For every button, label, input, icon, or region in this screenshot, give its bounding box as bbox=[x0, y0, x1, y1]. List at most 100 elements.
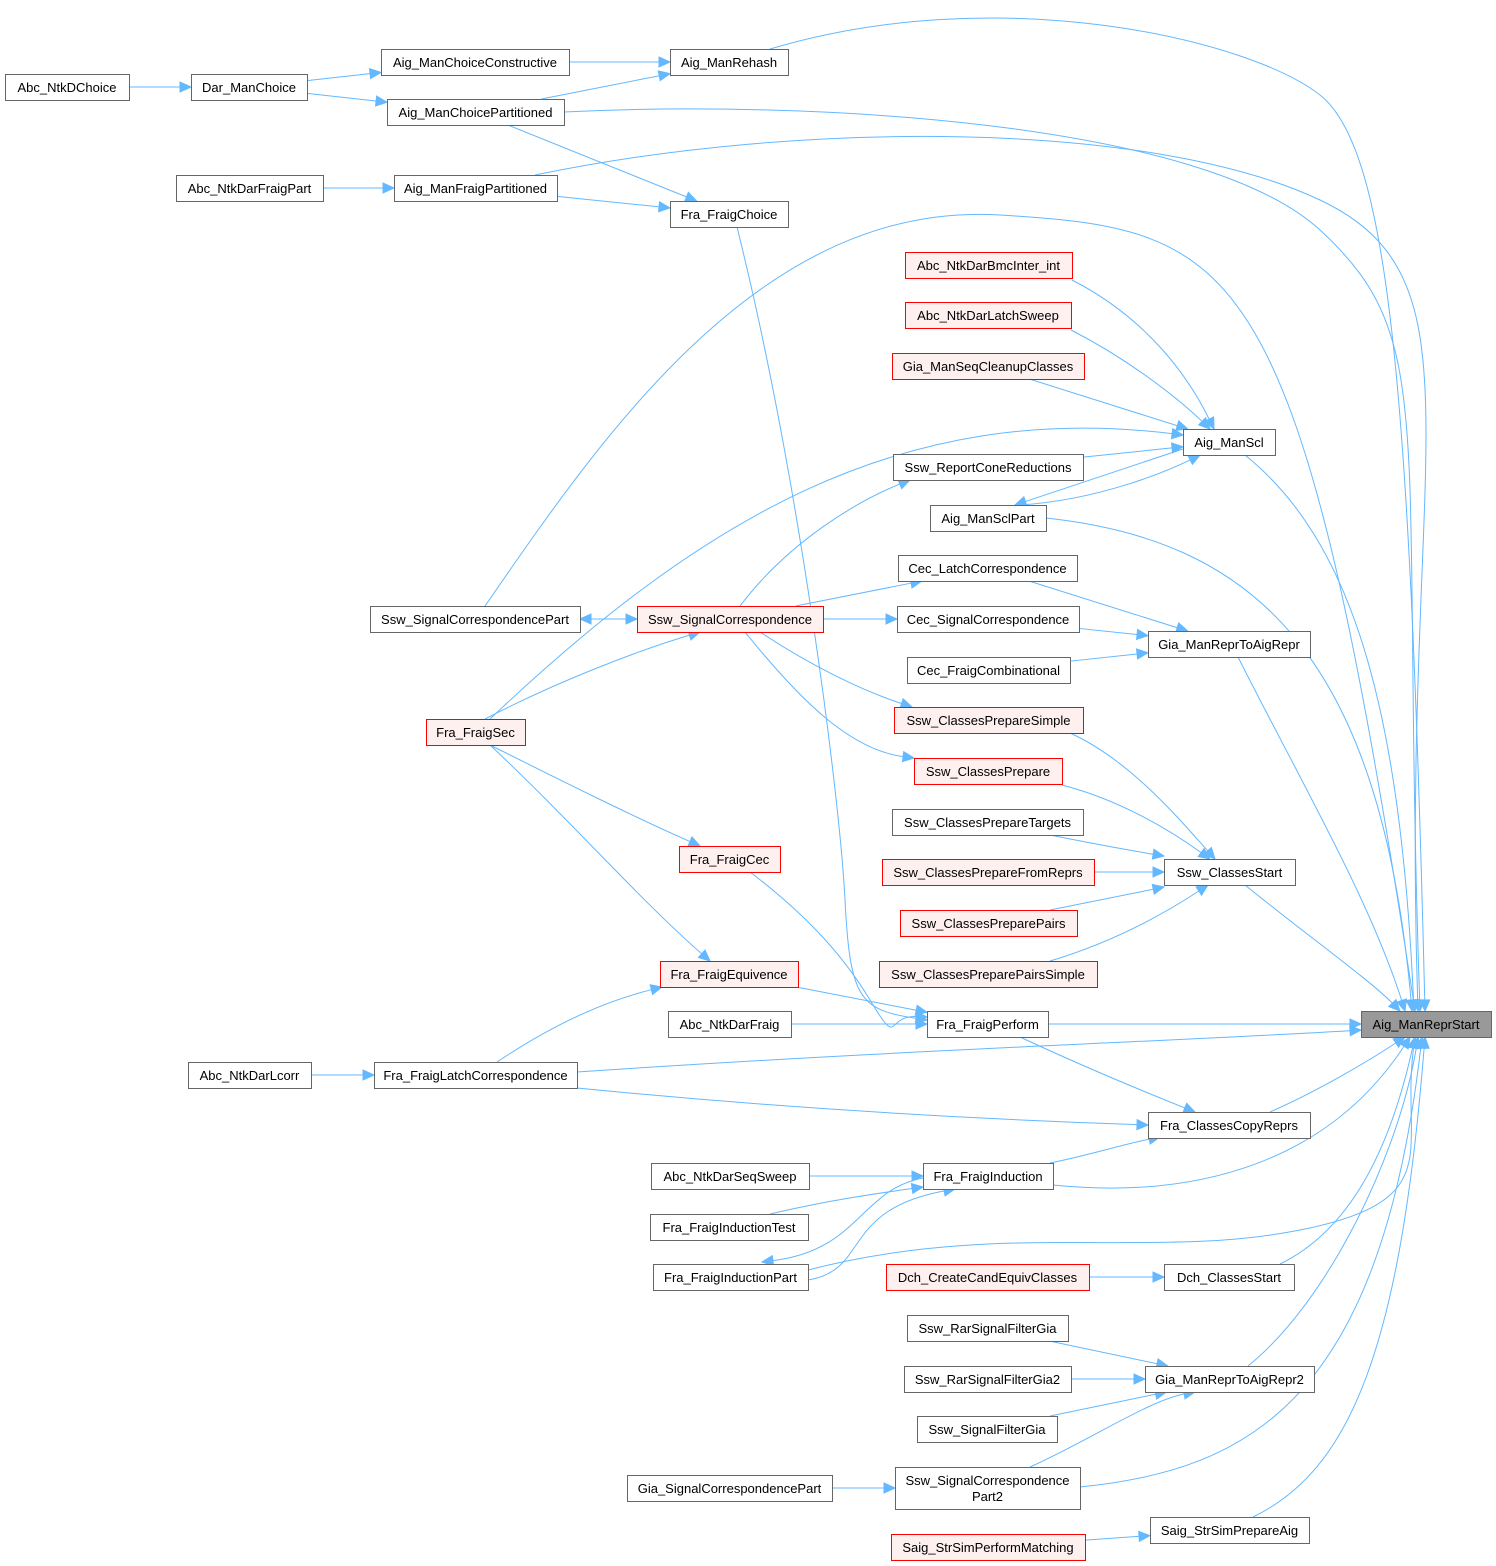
node-Abc_NtkDChoice[interactable]: Abc_NtkDChoice bbox=[5, 74, 130, 101]
edge-Abc_NtkDarFraig-to-Fra_FraigPerform bbox=[791, 1018, 929, 1030]
edge-Fra_FraigSec-to-Fra_FraigCec bbox=[489, 744, 702, 847]
arrowhead-icon bbox=[1197, 416, 1211, 430]
arrowhead-icon bbox=[1151, 883, 1166, 896]
node-box bbox=[898, 555, 1078, 582]
node-box bbox=[900, 910, 1078, 937]
node-box bbox=[892, 809, 1084, 836]
node-Aig_ManChoiceConstructive[interactable]: Aig_ManChoiceConstructive bbox=[381, 49, 570, 76]
edge-line bbox=[1084, 1535, 1141, 1541]
node-Abc_NtkDarFraig[interactable]: Abc_NtkDarFraig bbox=[668, 1011, 792, 1038]
edge-line bbox=[507, 124, 688, 198]
node-Fra_FraigInduction[interactable]: Fra_FraigInduction bbox=[923, 1163, 1054, 1190]
node-Fra_FraigPerform[interactable]: Fra_FraigPerform bbox=[927, 1011, 1049, 1038]
node-Aig_ManFraigPartitioned[interactable]: Aig_ManFraigPartitioned bbox=[394, 175, 558, 202]
node-Gia_ManSeqCleanupClasses[interactable]: Gia_ManSeqCleanupClasses bbox=[892, 353, 1085, 380]
node-Dch_CreateCandEquivClasses[interactable]: Dch_CreateCandEquivClasses bbox=[886, 1264, 1090, 1291]
edge-line bbox=[1052, 1045, 1405, 1189]
node-label: Saig_StrSimPerformMatching bbox=[902, 1540, 1073, 1555]
node-box bbox=[627, 1475, 833, 1502]
node-Ssw_SignalCorrespondencePart[interactable]: Ssw_SignalCorrespondencePart bbox=[370, 606, 581, 633]
node-label-line: Part2 bbox=[972, 1489, 1003, 1504]
arrowhead-icon bbox=[657, 70, 672, 82]
edge-line bbox=[1049, 834, 1155, 855]
node-Ssw_RarSignalFilterGia[interactable]: Ssw_RarSignalFilterGia bbox=[907, 1315, 1069, 1342]
node-box bbox=[923, 1163, 1054, 1190]
node-Abc_NtkDarSeqSweep[interactable]: Abc_NtkDarSeqSweep bbox=[651, 1163, 810, 1190]
node-Fra_FraigSec[interactable]: Fra_FraigSec bbox=[426, 719, 526, 746]
node-Ssw_ClassesPreparePairs[interactable]: Ssw_ClassesPreparePairs bbox=[900, 910, 1078, 937]
node-label: Gia_ManReprToAigRepr bbox=[1158, 637, 1300, 652]
node-label: Fra_FraigLatchCorrespondence bbox=[383, 1068, 567, 1083]
root-node-Aig_ManReprStart[interactable]: Aig_ManReprStart bbox=[1361, 1011, 1492, 1038]
node-Ssw_ClassesPreparePairsSimple[interactable]: Ssw_ClassesPreparePairsSimple bbox=[879, 961, 1098, 988]
node-Ssw_SignalFilterGia[interactable]: Ssw_SignalFilterGia bbox=[917, 1416, 1058, 1443]
node-Ssw_ClassesPrepareTargets[interactable]: Ssw_ClassesPrepareTargets bbox=[892, 809, 1084, 836]
arrowhead-icon bbox=[914, 1004, 929, 1016]
edge-line bbox=[484, 634, 691, 720]
node-box bbox=[879, 961, 1098, 988]
node-Ssw_ClassesPrepare[interactable]: Ssw_ClassesPrepare bbox=[914, 758, 1063, 785]
edge-line bbox=[1247, 1046, 1417, 1367]
node-Ssw_ClassesPrepareSimple[interactable]: Ssw_ClassesPrepareSimple bbox=[894, 707, 1084, 734]
node-label: Cec_SignalCorrespondence bbox=[907, 612, 1070, 627]
arrowhead-icon bbox=[697, 949, 711, 962]
node-Aig_ManSclPart[interactable]: Aig_ManSclPart bbox=[930, 505, 1047, 532]
node-label: Fra_FraigChoice bbox=[681, 207, 778, 222]
node-Fra_FraigEquivence[interactable]: Fra_FraigEquivence bbox=[660, 961, 799, 988]
node-Fra_FraigInductionTest[interactable]: Fra_FraigInductionTest bbox=[650, 1214, 809, 1241]
node-Ssw_ClassesStart[interactable]: Ssw_ClassesStart bbox=[1164, 859, 1296, 886]
edge-Ssw_SignalCorrespondence-to-Cec_LatchCorrespondence bbox=[795, 577, 924, 607]
node-Aig_ManRehash[interactable]: Aig_ManRehash bbox=[670, 49, 789, 76]
arrowhead-icon bbox=[1138, 1530, 1152, 1543]
node-Dar_ManChoice[interactable]: Dar_ManChoice bbox=[191, 74, 308, 101]
edge-line bbox=[556, 195, 661, 208]
node-box bbox=[651, 1163, 810, 1190]
node-Gia_ManReprToAigRepr2[interactable]: Gia_ManReprToAigRepr2 bbox=[1145, 1366, 1315, 1393]
node-Aig_ManScl[interactable]: Aig_ManScl bbox=[1183, 429, 1276, 456]
node-Saig_StrSimPerformMatching[interactable]: Saig_StrSimPerformMatching bbox=[891, 1534, 1086, 1561]
node-Aig_ManChoicePartitioned[interactable]: Aig_ManChoicePartitioned bbox=[387, 99, 565, 126]
node-Abc_NtkDarLatchSweep[interactable]: Abc_NtkDarLatchSweep bbox=[905, 302, 1072, 329]
node-label: Ssw_ClassesPrepare bbox=[926, 764, 1050, 779]
node-box bbox=[176, 175, 324, 202]
arrowhead-icon bbox=[1152, 866, 1166, 878]
edge-Aig_ManSclPart-to-Aig_ManReprStart bbox=[1045, 517, 1417, 1013]
node-Fra_FraigInductionPart[interactable]: Fra_FraigInductionPart bbox=[653, 1264, 809, 1291]
node-Abc_NtkDarBmcInter_int[interactable]: Abc_NtkDarBmcInter_int bbox=[905, 252, 1073, 279]
node-Ssw_ClassesPrepareFromReprs[interactable]: Ssw_ClassesPrepareFromReprs bbox=[882, 859, 1095, 886]
node-box bbox=[892, 353, 1085, 380]
arrowhead-icon bbox=[1197, 847, 1211, 860]
node-box bbox=[927, 1011, 1049, 1038]
node-Abc_NtkDarFraigPart[interactable]: Abc_NtkDarFraigPart bbox=[176, 175, 324, 202]
node-box bbox=[905, 252, 1073, 279]
node-Ssw_ReportConeReductions[interactable]: Ssw_ReportConeReductions bbox=[893, 454, 1084, 481]
edge-line bbox=[1279, 1046, 1414, 1265]
node-label: Fra_FraigEquivence bbox=[670, 967, 787, 982]
node-box bbox=[653, 1264, 809, 1291]
node-Fra_FraigChoice[interactable]: Fra_FraigChoice bbox=[670, 201, 789, 228]
node-Cec_LatchCorrespondence[interactable]: Cec_LatchCorrespondence bbox=[898, 555, 1078, 582]
node-Abc_NtkDarLcorr[interactable]: Abc_NtkDarLcorr bbox=[188, 1062, 312, 1089]
edge-Fra_FraigLatchCorrespondence-to-Fra_FraigEquivence bbox=[496, 984, 664, 1063]
arrowhead-icon bbox=[382, 182, 396, 194]
edge-line bbox=[1069, 653, 1139, 662]
node-Ssw_SignalCorrespondence[interactable]: Ssw_SignalCorrespondence bbox=[637, 606, 824, 633]
arrowhead-icon bbox=[1175, 420, 1189, 432]
node-Saig_StrSimPrepareAig[interactable]: Saig_StrSimPrepareAig bbox=[1150, 1517, 1310, 1544]
edge-line bbox=[1028, 580, 1179, 629]
edge-line bbox=[769, 1187, 914, 1215]
node-Fra_FraigCec[interactable]: Fra_FraigCec bbox=[679, 846, 781, 873]
node-Ssw_RarSignalFilterGia2[interactable]: Ssw_RarSignalFilterGia2 bbox=[904, 1366, 1072, 1393]
node-Dch_ClassesStart[interactable]: Dch_ClassesStart bbox=[1164, 1264, 1295, 1291]
edge-line bbox=[759, 631, 903, 705]
edge-Ssw_SignalCorrespondence-to-Ssw_ReportConeReductions bbox=[739, 478, 912, 607]
edge-line bbox=[769, 17, 1426, 1002]
node-Cec_SignalCorrespondence[interactable]: Cec_SignalCorrespondence bbox=[897, 606, 1080, 633]
node-Fra_FraigLatchCorrespondence[interactable]: Fra_FraigLatchCorrespondence bbox=[374, 1062, 578, 1089]
node-Gia_SignalCorrespondencePart[interactable]: Gia_SignalCorrespondencePart bbox=[627, 1475, 833, 1502]
node-Gia_ManReprToAigRepr[interactable]: Gia_ManReprToAigRepr bbox=[1148, 631, 1311, 658]
node-Fra_ClassesCopyReprs[interactable]: Fra_ClassesCopyReprs bbox=[1148, 1112, 1311, 1139]
edge-Fra_FraigInduction-to-Fra_ClassesCopyReprs bbox=[1049, 1133, 1162, 1164]
node-Cec_FraigCombinational[interactable]: Cec_FraigCombinational bbox=[907, 657, 1071, 684]
